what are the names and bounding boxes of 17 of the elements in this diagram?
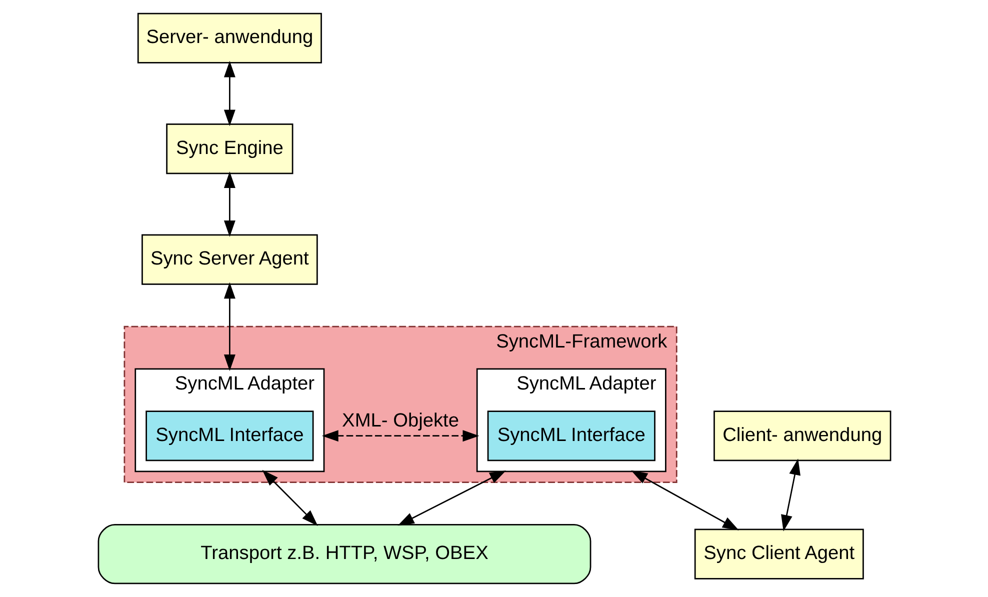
arrow xyxy=(223,282,235,371)
edge-label: XML- Objekte xyxy=(342,410,458,432)
node-box: SyncML Interface xyxy=(145,410,314,462)
node-box: Transport z.B. HTTP, WSP, OBEX xyxy=(97,524,591,584)
node-box: Server- anwendung xyxy=(136,12,322,64)
node-box: Sync Client Agent xyxy=(694,528,864,580)
node-box: SyncML Interface xyxy=(486,410,655,462)
arrow xyxy=(262,470,318,526)
arrow xyxy=(780,458,800,532)
node-box: Sync Server Agent xyxy=(141,234,318,285)
arrow xyxy=(321,430,479,442)
node-box: Client- anwendung xyxy=(713,410,891,462)
arrow xyxy=(223,172,235,237)
arrow xyxy=(397,470,506,526)
node-box: Sync Engine xyxy=(166,124,293,174)
arrow xyxy=(630,470,738,530)
arrow xyxy=(223,60,235,126)
